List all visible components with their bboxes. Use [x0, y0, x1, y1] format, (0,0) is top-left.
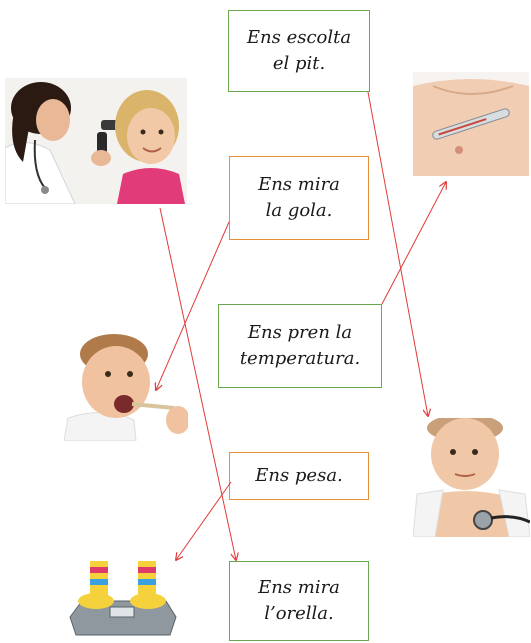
label-line: Ens mira — [258, 174, 340, 195]
label-line: Ens pesa. — [255, 465, 343, 486]
label-line: l’orella. — [264, 603, 334, 624]
label-line: Ens pren la — [247, 322, 353, 343]
child-on-scale-image — [66, 561, 179, 641]
boy-throat-exam-image — [64, 334, 188, 441]
label-box-looks-ear: Ens mira l’orella. — [229, 561, 369, 641]
label-line: temperatura. — [239, 348, 361, 369]
doctor-ear-exam-image — [5, 78, 187, 204]
label-line: Ens escolta — [246, 27, 352, 48]
label-box-listens-chest: Ens escolta el pit. — [228, 10, 370, 92]
label-line: el pit. — [272, 53, 326, 74]
label-line: la gola. — [265, 200, 333, 221]
boy-stethoscope-image — [413, 418, 530, 537]
arrow-weighs-to-scale — [176, 481, 232, 560]
arrow-temperature-to-thermometer — [381, 182, 446, 305]
label-line: Ens mira — [258, 577, 340, 598]
label-box-takes-temperature: Ens pren la temperatura. — [218, 304, 382, 388]
thermometer-chest-image — [413, 72, 529, 176]
label-box-weighs: Ens pesa. — [229, 452, 369, 500]
label-box-looks-throat: Ens mira la gola. — [229, 156, 369, 240]
